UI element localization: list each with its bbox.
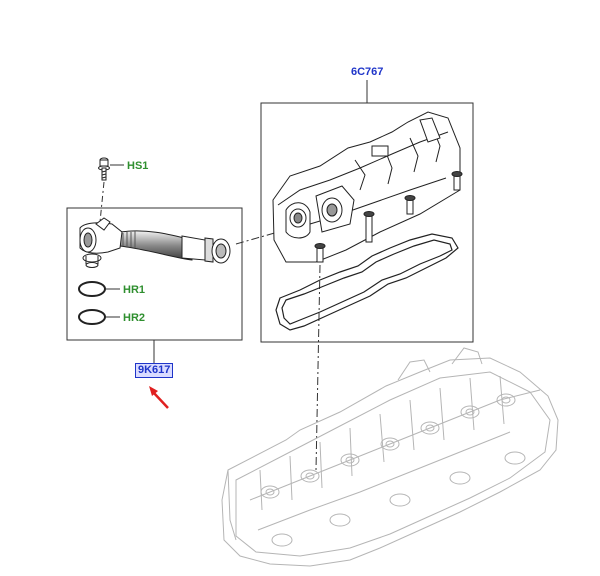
- valve-cover-gasket-part: [275, 233, 459, 331]
- pointer-arrow: [149, 386, 169, 409]
- seal-label-hr2[interactable]: HR2: [123, 312, 146, 324]
- seal-label-hr1[interactable]: HR1: [123, 284, 146, 296]
- part-label-9k617[interactable]: 9K617: [135, 363, 174, 378]
- part-label-6c767[interactable]: 6C767: [351, 66, 384, 78]
- alignment-line-bolt: [99, 181, 105, 223]
- valve-cover-part: [272, 111, 463, 263]
- alignment-line-cover-to-head: [315, 264, 321, 471]
- seal-hr1-part: [78, 281, 106, 297]
- bolt-hs1-part: [98, 157, 110, 181]
- breather-hose-part: [79, 217, 231, 268]
- fastener-label-hs1[interactable]: HS1: [127, 160, 149, 172]
- cylinder-head-part: [221, 347, 559, 567]
- seal-hr2-part: [78, 309, 106, 325]
